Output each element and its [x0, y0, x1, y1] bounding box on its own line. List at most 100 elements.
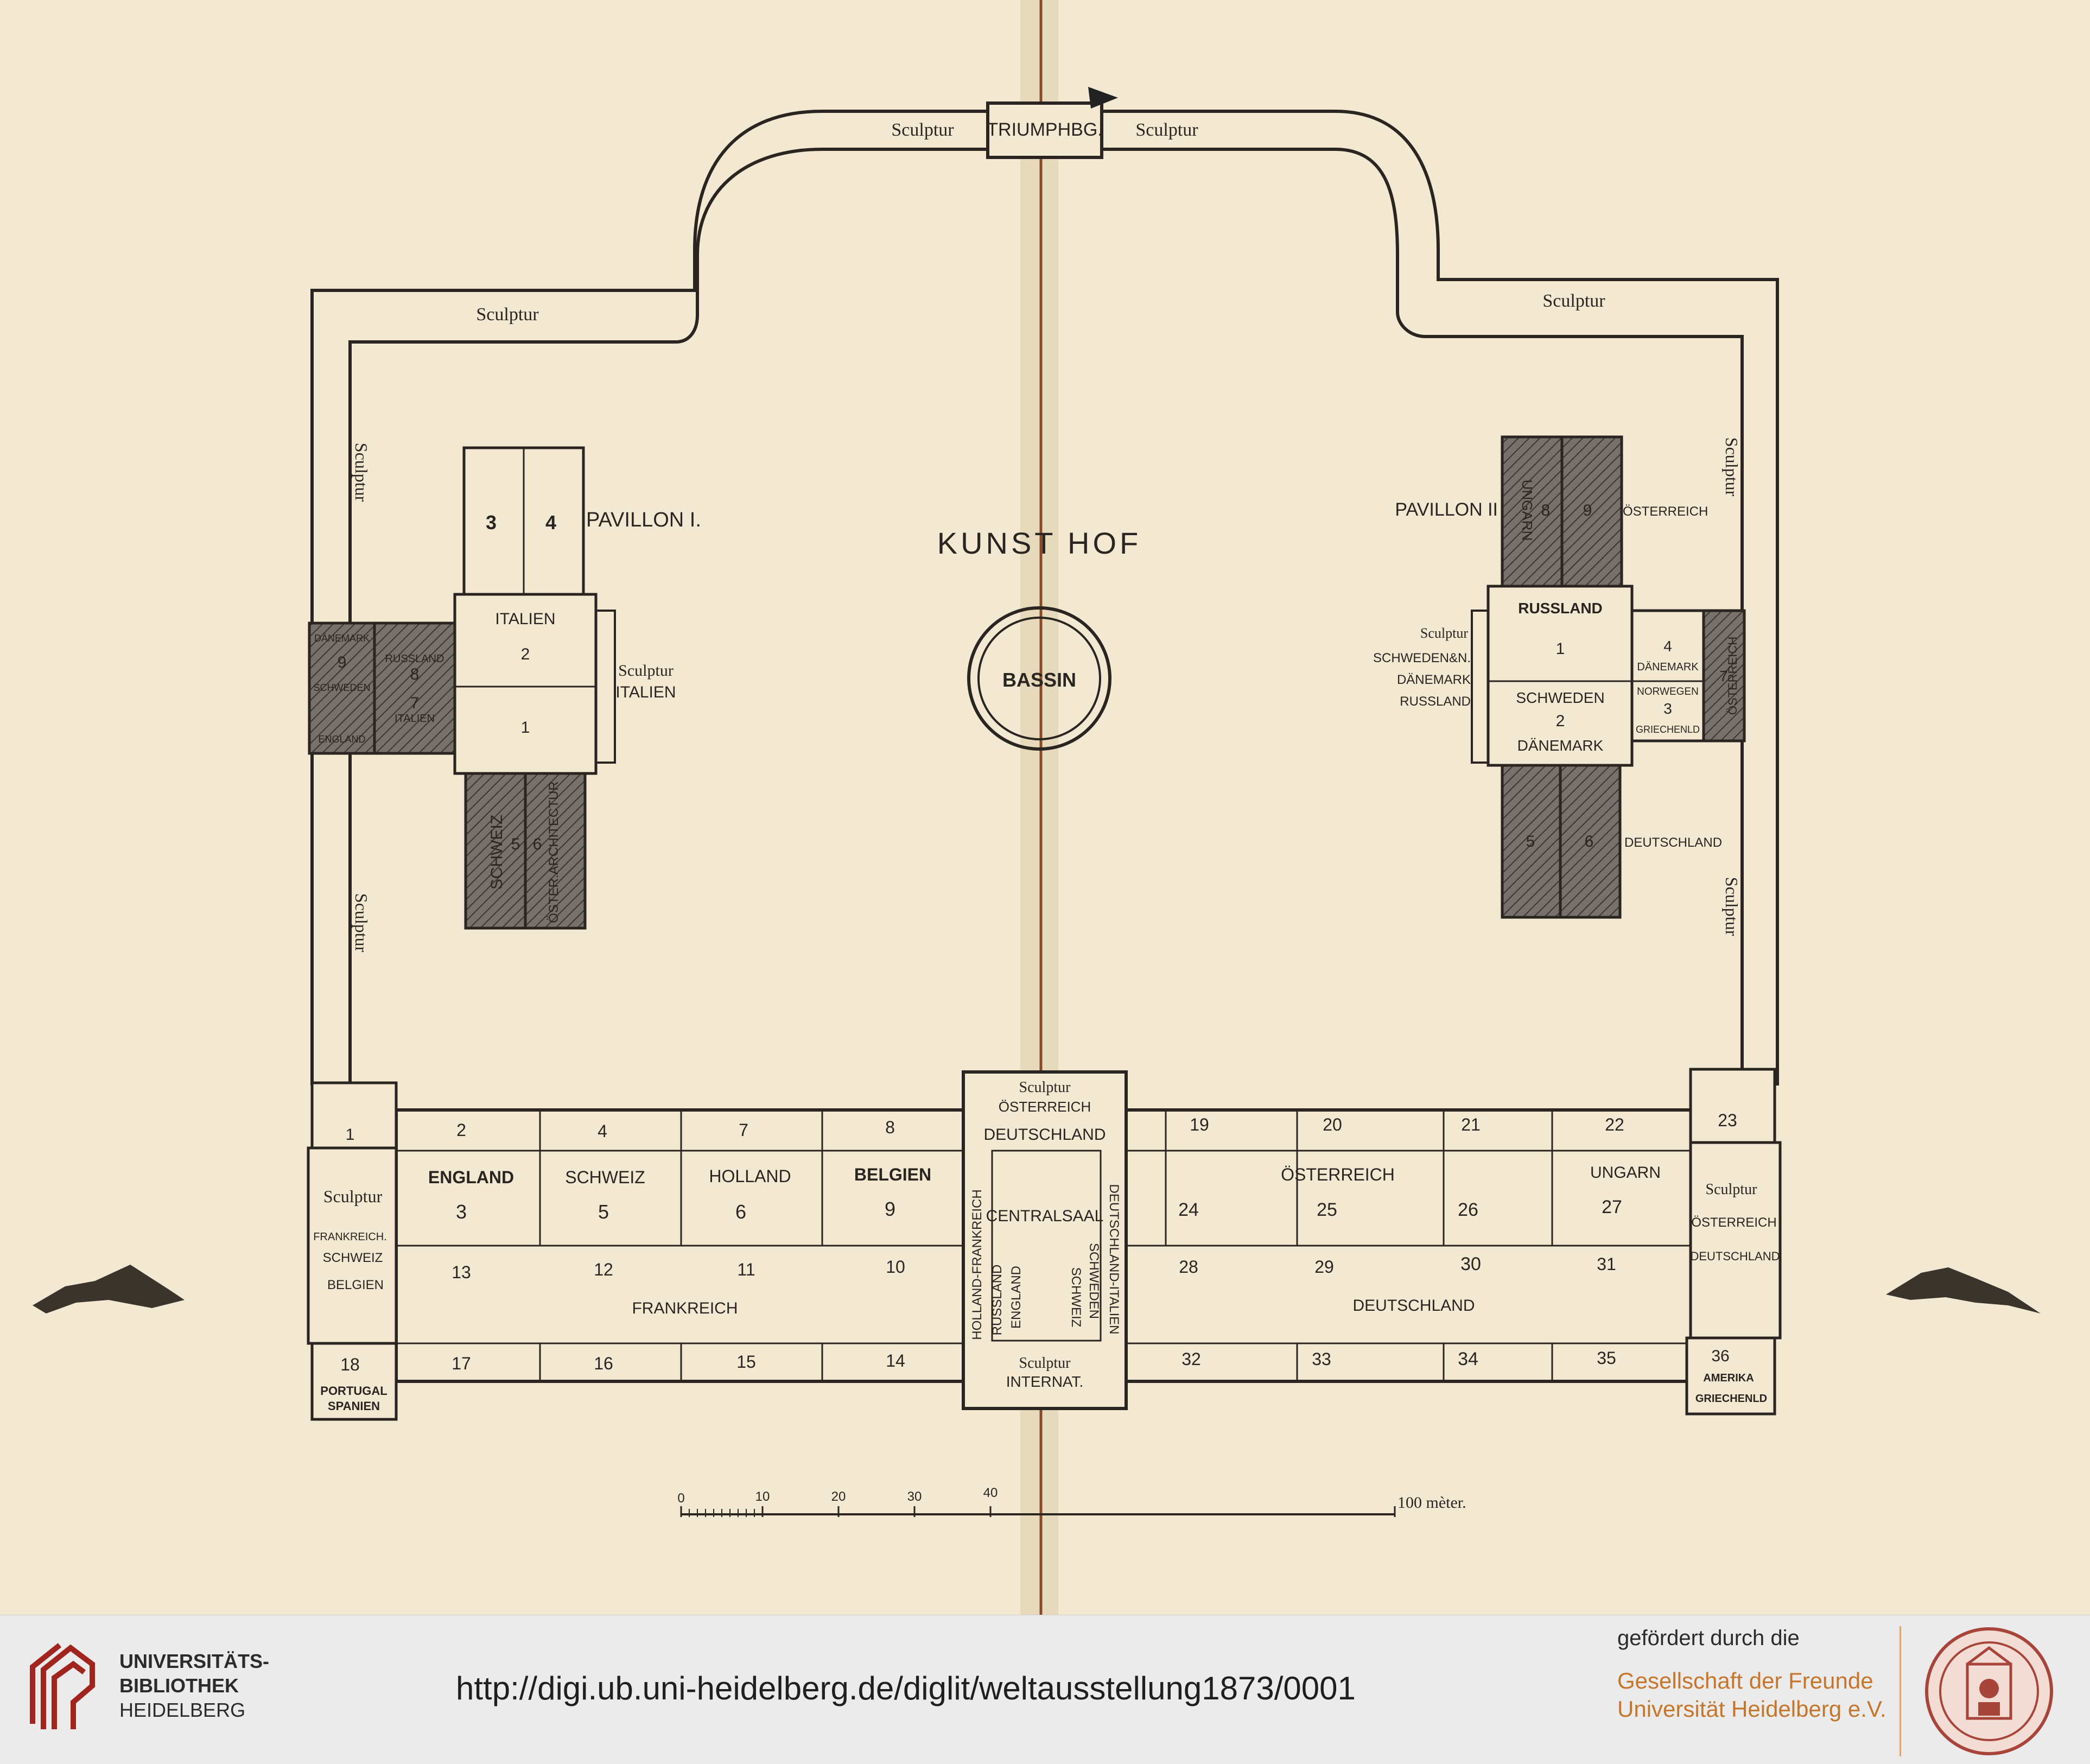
- pav2-room-1: 1: [1556, 640, 1565, 658]
- west-sculptur: Sculptur: [323, 1186, 383, 1206]
- room-9: 9: [885, 1198, 895, 1220]
- pav2-room-6: 6: [1585, 833, 1594, 851]
- university-library-logo-icon: [30, 1643, 95, 1729]
- exhibition-floor-plan: TRIUMPHBG. Sculptur Sculptur Sculptur Sc…: [33, 0, 2041, 1615]
- pav2-daenemark: DÄNEMARK: [1517, 737, 1604, 754]
- west-belgien: BELGIEN: [327, 1278, 384, 1292]
- room-31: 31: [1597, 1254, 1616, 1274]
- central-left-england: ENGLAND: [1009, 1266, 1024, 1329]
- country-schweiz: SCHWEIZ: [565, 1167, 645, 1187]
- room-11: 11: [737, 1260, 755, 1279]
- pav1-italien-2: ITALIEN: [395, 713, 435, 725]
- pav1-room-5: 5: [511, 835, 520, 853]
- pav1-room-9: 9: [338, 653, 347, 671]
- room-28: 28: [1179, 1257, 1198, 1277]
- country-england: ENGLAND: [428, 1167, 514, 1187]
- sculptur-top-left: Sculptur: [891, 120, 954, 140]
- pin-flag: [1088, 87, 1118, 109]
- pav1-sculptur: Sculptur: [618, 662, 674, 680]
- scale-30: 30: [907, 1489, 922, 1504]
- ub-line-3: HEIDELBERG: [119, 1699, 246, 1721]
- university-seal-icon: [1925, 1627, 2053, 1755]
- pav1-room-6: 6: [533, 835, 542, 853]
- pav1-schweden: SCHWEDEN: [313, 682, 370, 693]
- room-25: 25: [1317, 1200, 1337, 1220]
- east-deutschland: DEUTSCHLAND: [1690, 1249, 1780, 1263]
- paper-tear-right: [1886, 1267, 2041, 1314]
- footer-divider: [1900, 1626, 1901, 1756]
- east-sculptur: Sculptur: [1706, 1181, 1758, 1198]
- scale-bar: 0 10 20 30 40 100 mèter.: [677, 1486, 1466, 1517]
- sponsor-name-1: Gesellschaft der Freunde: [1617, 1668, 1873, 1693]
- triumph-gate: [986, 101, 1103, 159]
- central-bottom-internat: INTERNAT.: [1006, 1373, 1084, 1390]
- room-13: 13: [452, 1262, 471, 1282]
- room-12: 12: [594, 1260, 613, 1279]
- pav2-daenemark-2: DÄNEMARK: [1637, 661, 1699, 673]
- room-10: 10: [886, 1257, 905, 1277]
- sculptur-top-right: Sculptur: [1135, 120, 1198, 140]
- pav2-oesterreich-2: ÖSTERREICH: [1726, 637, 1739, 715]
- pav1-name: PAVILLON I.: [586, 509, 701, 531]
- pav2-room-7: 7: [1719, 668, 1728, 684]
- pav2-deutschland: DEUTSCHLAND: [1624, 835, 1722, 850]
- room-20: 20: [1323, 1115, 1342, 1134]
- sculptur-west-2: Sculptur: [352, 893, 371, 953]
- scale-0: 0: [677, 1491, 684, 1506]
- room-33: 33: [1312, 1349, 1331, 1369]
- pav1-sculptur-italien: ITALIEN: [615, 683, 676, 701]
- room-6: 6: [735, 1201, 746, 1223]
- pavilion-2: UNGARN 8 9 PAVILLON II ÖSTERREICH RUSSLA…: [1373, 435, 1746, 919]
- centralsaal-title: CENTRALSAAL: [986, 1207, 1104, 1225]
- pav2-name: PAVILLON II: [1395, 499, 1498, 520]
- room-36: 36: [1711, 1347, 1729, 1365]
- pav1-russland: RUSSLAND: [385, 653, 444, 665]
- central-top-oesterreich: ÖSTERREICH: [999, 1099, 1091, 1115]
- room-5: 5: [598, 1201, 609, 1223]
- pav2-room-3: 3: [1663, 700, 1672, 717]
- room-17: 17: [452, 1354, 471, 1373]
- main-building: [307, 1068, 1782, 1421]
- sculptur-ne: Sculptur: [1542, 291, 1605, 311]
- pav1-room-7: 7: [410, 694, 420, 712]
- central-right-deutschland-italien: DEUTSCHLAND-ITALIEN: [1107, 1184, 1121, 1335]
- pav2-s-russland: RUSSLAND: [1400, 694, 1471, 709]
- sculptur-nw: Sculptur: [476, 304, 539, 325]
- sponsor-name-2: Universität Heidelberg e.V.: [1617, 1696, 1886, 1722]
- amerika-label: AMERIKA: [1703, 1372, 1754, 1384]
- scale-end: 100 mèter.: [1397, 1494, 1466, 1512]
- pav2-oesterreich: ÖSTERREICH: [1623, 504, 1708, 519]
- room-29: 29: [1314, 1257, 1334, 1277]
- central-top-deutschland: DEUTSCHLAND: [983, 1126, 1106, 1144]
- room-34: 34: [1458, 1349, 1478, 1369]
- scale-10: 10: [755, 1489, 770, 1504]
- pav2-room-4: 4: [1663, 638, 1672, 655]
- pav2-s-daenemark: DÄNEMARK: [1397, 672, 1471, 687]
- central-right-schweden: SCHWEDEN: [1087, 1243, 1101, 1319]
- sculptur-east-1: Sculptur: [1722, 437, 1742, 497]
- room-16: 16: [594, 1354, 613, 1373]
- scale-40: 40: [983, 1486, 998, 1500]
- room-18: 18: [340, 1355, 360, 1374]
- basin-label: BASSIN: [1002, 669, 1076, 691]
- pav2-room-2: 2: [1556, 712, 1565, 730]
- central-left-holland-frankreich: HOLLAND-FRANKREICH: [970, 1189, 984, 1340]
- pav2-schweden: SCHWEDEN: [1516, 689, 1604, 706]
- spanien-label: SPANIEN: [328, 1399, 380, 1413]
- pav2-norwegen: NORWEGEN: [1637, 686, 1699, 697]
- room-35: 35: [1597, 1348, 1616, 1368]
- room-15: 15: [736, 1352, 756, 1372]
- frankreich-label: FRANKREICH: [632, 1299, 738, 1317]
- page-url-link[interactable]: http://digi.ub.uni-heidelberg.de/diglit/…: [456, 1670, 1356, 1706]
- west-schweiz: SCHWEIZ: [323, 1251, 383, 1265]
- sculptur-east-2: Sculptur: [1722, 877, 1742, 936]
- room-1: 1: [346, 1126, 355, 1144]
- central-bottom-sculptur: Sculptur: [1019, 1355, 1071, 1372]
- room-4: 4: [598, 1121, 607, 1141]
- ub-line-1: UNIVERSITÄTS-: [119, 1650, 270, 1672]
- basin-inner: [977, 617, 1101, 740]
- pav2-room-8: 8: [1541, 502, 1551, 519]
- room-14: 14: [886, 1351, 905, 1370]
- library-footer: UNIVERSITÄTS- BIBLIOTHEK HEIDELBERG http…: [0, 1615, 2090, 1764]
